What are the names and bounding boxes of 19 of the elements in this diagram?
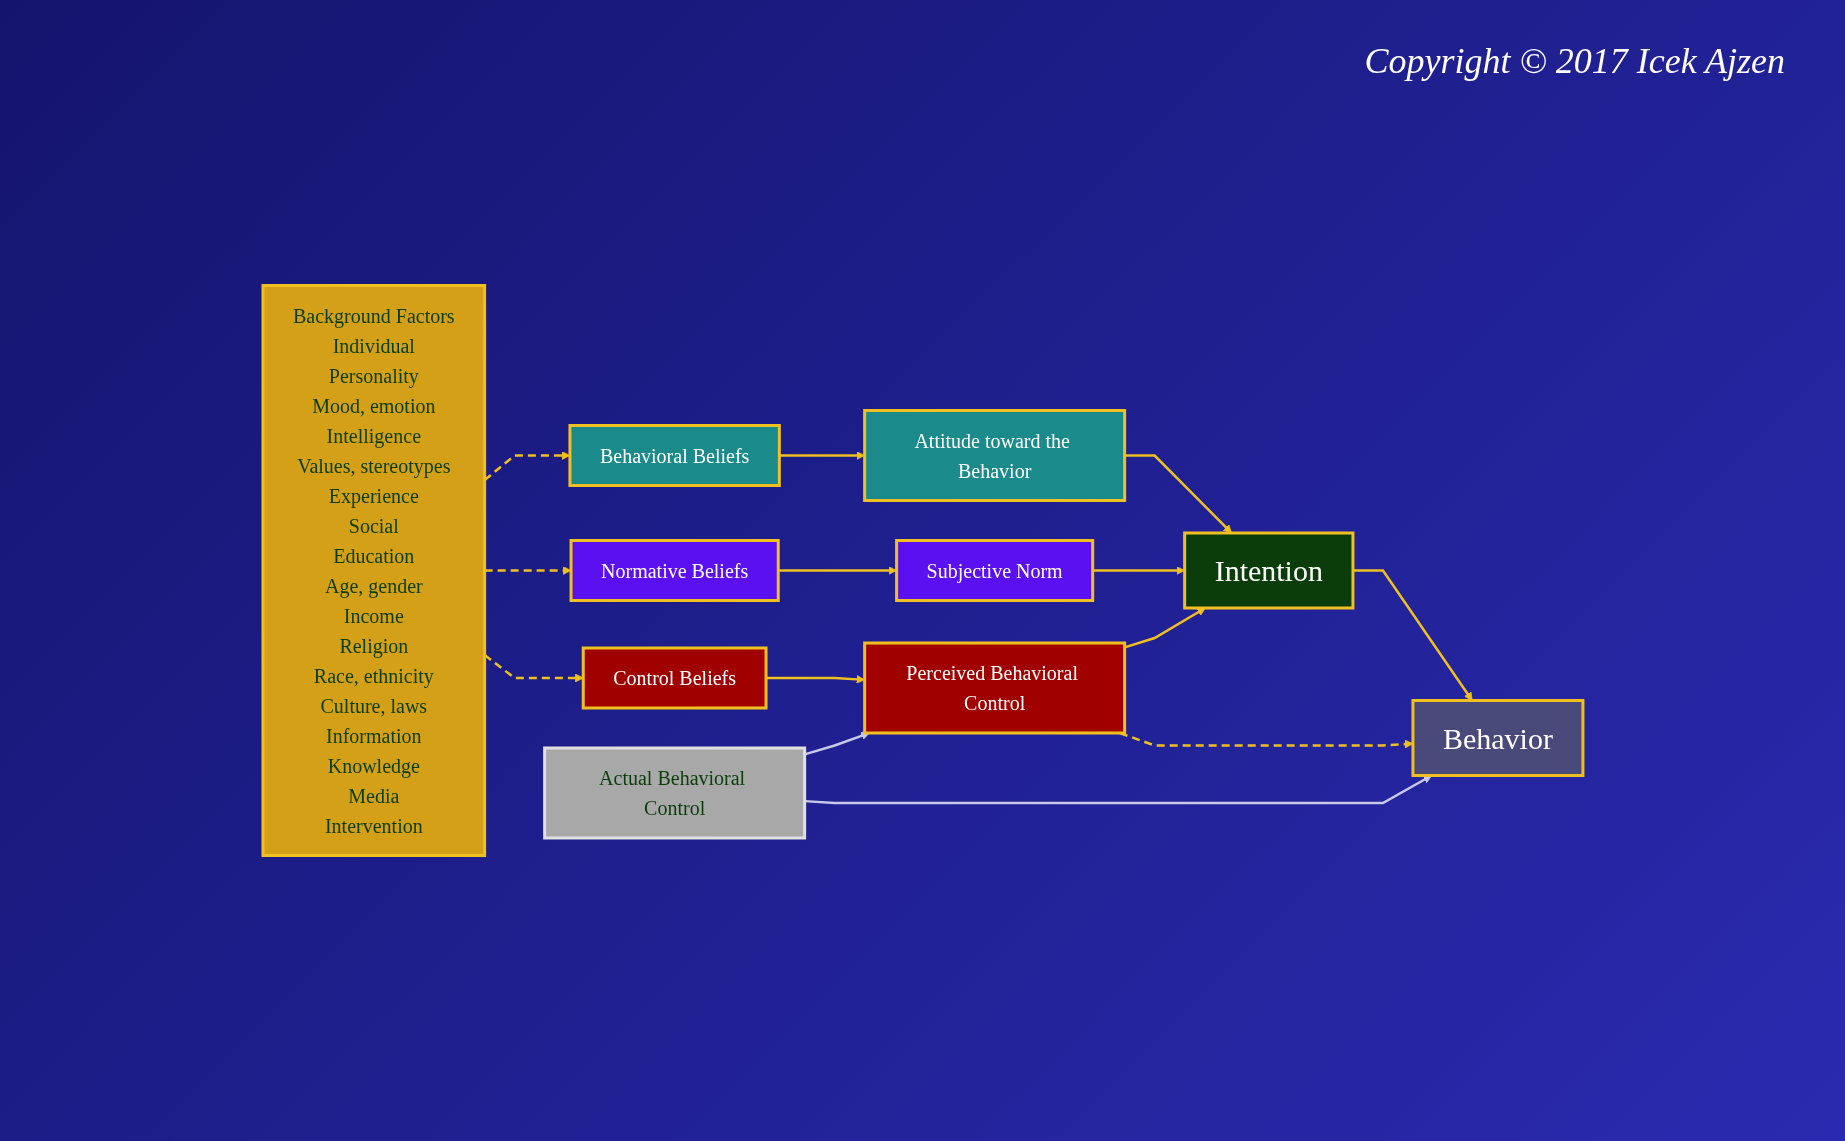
node-box: Actual Behavioral Control (542, 746, 806, 840)
node-box: Behavior (1411, 699, 1584, 777)
arrow (1092, 566, 1185, 575)
arrow (765, 675, 865, 684)
node-box: Subjective Norm (894, 539, 1094, 602)
arrow (484, 566, 571, 575)
node-box: Perceived Behavioral Control (862, 641, 1126, 735)
node-box: Normative Beliefs (569, 539, 780, 602)
arrow (777, 566, 897, 575)
node-box: Background Factors Individual Personality Mood, emotion Intelligence Values, stereotypes Experience Social Education Age, gender Income Religion Race, ethnicity Culture, laws Information Knowledge Media Intervention (261, 284, 486, 857)
node-box: Behavioral Beliefs (567, 424, 781, 487)
arrow (804, 775, 1432, 805)
node-box: Control Beliefs (581, 646, 768, 710)
arrow (1352, 569, 1473, 701)
arrow (778, 451, 865, 460)
node-box: Intention (1182, 531, 1354, 610)
node-box: Attitude toward the Behavior (862, 409, 1126, 502)
arrow (1124, 454, 1232, 534)
copyright-note: Copyright © 2017 Icek Ajzen (1364, 40, 1785, 82)
